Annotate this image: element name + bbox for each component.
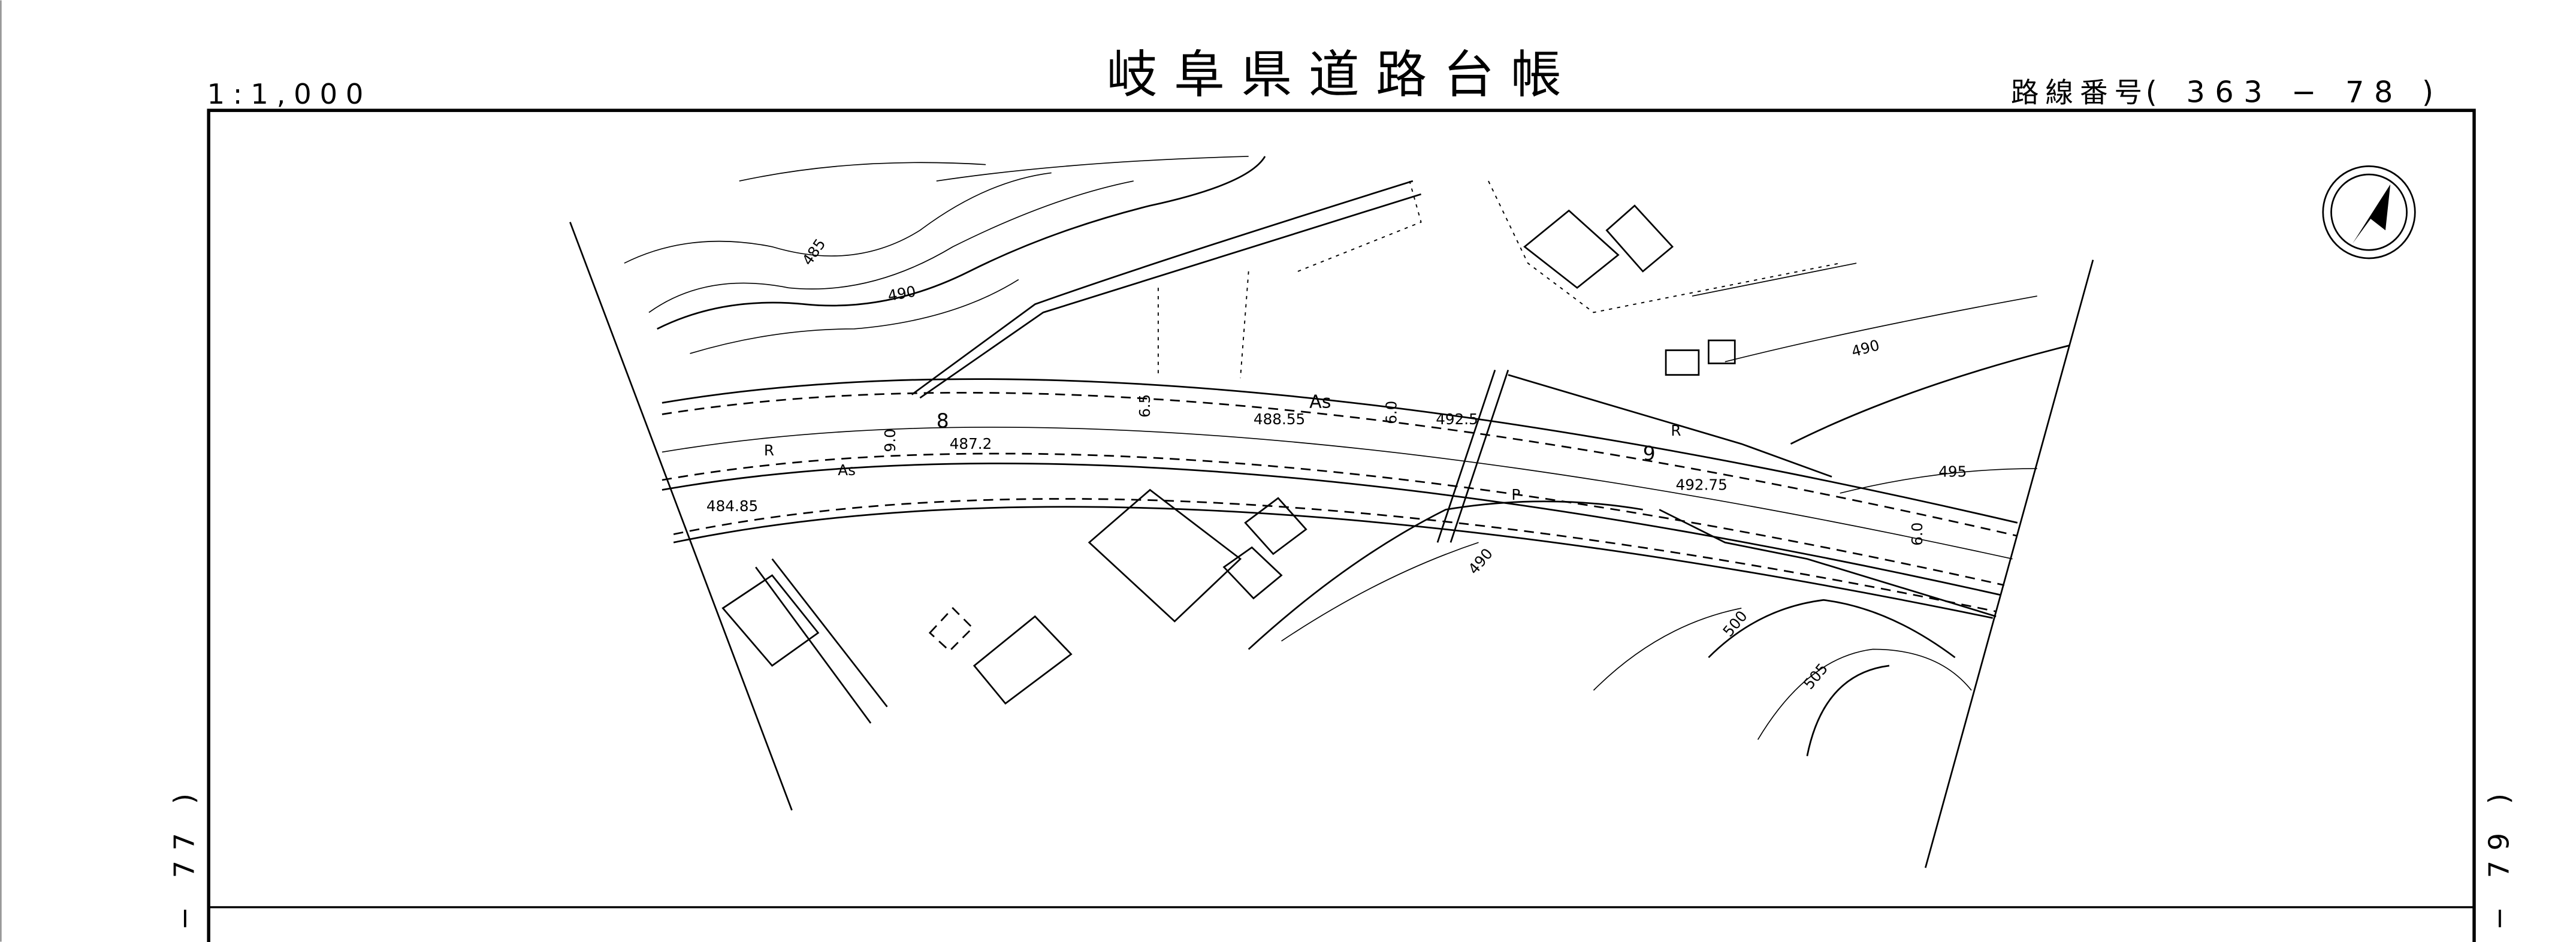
page-title: 岐阜県道路台帳 [1107,46,1578,105]
surface-label: As [1309,391,1331,412]
width-label: 9.0 [881,428,899,452]
contour-label: 485 [799,236,829,268]
elevation-label: 492.75 [1676,476,1728,494]
elevation-label: 488.55 [1254,410,1305,428]
route-number-label: 路線番号 [2011,76,2149,108]
surface-label: R [764,442,774,459]
adjacent-sheet-left[interactable]: − 77 ) [168,783,201,930]
contour-label: 490 [1850,336,1882,360]
map-frame [207,108,2476,942]
adjacent-sheet-right[interactable]: − 79 ) [2483,783,2515,930]
contour-label: 505 [1800,660,1831,693]
station-number: 8 [937,409,949,432]
elevation-label: 484.85 [706,497,758,515]
surface-label: P [1511,486,1520,503]
width-label: 6.0 [1382,401,1400,424]
elevation-label: 492.5 [1436,410,1478,428]
scale-label: 1:1,000 [207,78,372,110]
route-number: ( 363 − 78 ) [2146,74,2444,109]
station-number: 9 [1643,442,1656,465]
contour-label: 495 [1938,463,1967,481]
contour-label: 490 [886,282,917,304]
surface-label: As [838,461,856,479]
contour-label: 490 [1464,545,1496,578]
surface-label: R [1671,422,1681,439]
north-arrow-icon [2322,165,2416,259]
width-label: 6.0 [1908,523,1926,546]
map-drawing [569,156,2094,868]
width-label: 6.5 [1136,394,1153,418]
elevation-label: 487.2 [950,435,992,452]
